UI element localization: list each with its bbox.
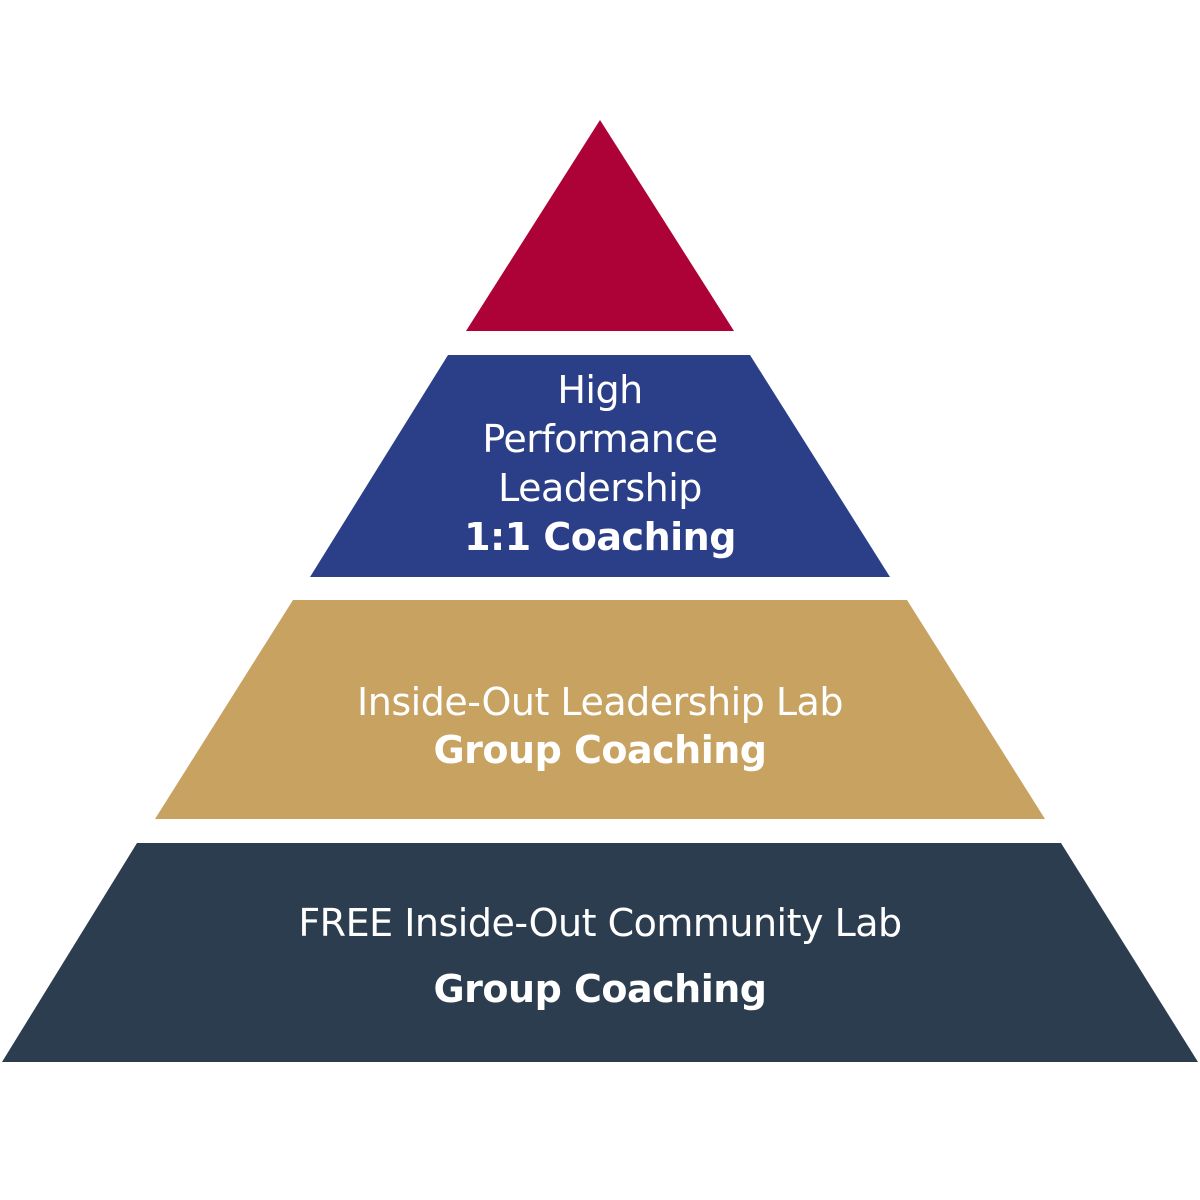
pyramid-tier-second bbox=[310, 355, 890, 577]
pyramid-tier-base bbox=[2, 843, 1198, 1062]
pyramid-tier-third bbox=[155, 600, 1045, 819]
pyramid-tier-top bbox=[466, 120, 734, 331]
